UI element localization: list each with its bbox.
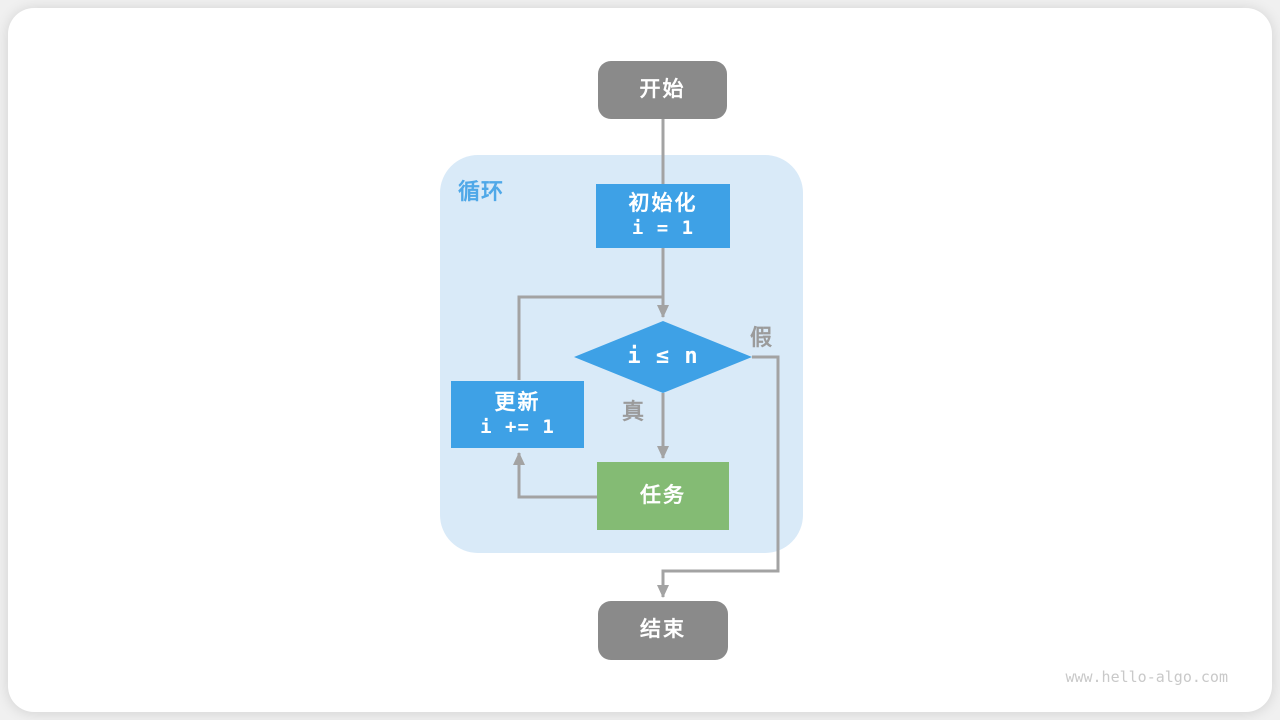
start-node-label: 开始 (639, 77, 686, 101)
update-node-title: 更新 (494, 390, 541, 414)
condition-code: i ≤ n (627, 344, 699, 370)
true-branch-label: 真 (622, 399, 645, 424)
loop-region-label: 循环 (458, 179, 505, 204)
task-node: 任务 (597, 462, 729, 530)
diagram-card: 循环 开始 初始化 i = 1 i ≤ n 更新 i += 1 任务 (8, 8, 1272, 712)
start-node: 开始 (598, 61, 727, 119)
init-node: 初始化 i = 1 (596, 184, 730, 248)
false-branch-label: 假 (750, 325, 773, 350)
init-node-title: 初始化 (628, 192, 698, 215)
init-node-code: i = 1 (631, 217, 695, 240)
end-node: 结束 (598, 601, 728, 660)
update-node: 更新 i += 1 (451, 381, 584, 448)
update-node-code: i += 1 (480, 415, 555, 438)
end-node-label: 结束 (640, 618, 686, 642)
watermark: www.hello-algo.com (1065, 668, 1228, 686)
task-node-label: 任务 (640, 483, 686, 507)
